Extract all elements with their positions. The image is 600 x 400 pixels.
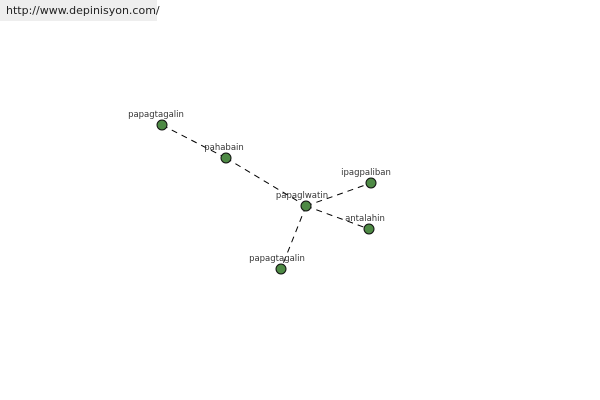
- graph-edge: [161, 124, 227, 159]
- node-label: papagtagalin: [128, 110, 184, 120]
- graph-edge: [280, 205, 307, 270]
- node-label: papagtagalin: [249, 254, 305, 264]
- graph-node[interactable]: [365, 177, 377, 189]
- node-label: antalahin: [345, 214, 385, 224]
- graph-node[interactable]: [363, 223, 375, 235]
- graph-node[interactable]: [275, 263, 287, 275]
- graph-node[interactable]: [300, 200, 312, 212]
- node-label: papaglwatin: [276, 191, 328, 201]
- graph-edge: [305, 182, 372, 207]
- site-url[interactable]: http://www.depinisyon.com/: [0, 0, 160, 21]
- graph-node[interactable]: [220, 152, 232, 164]
- graph-edge: [225, 157, 307, 207]
- node-label: ipagpaliban: [341, 168, 391, 178]
- graph-node[interactable]: [156, 119, 168, 131]
- graph-edge: [305, 205, 370, 230]
- node-label: pahabain: [204, 143, 244, 153]
